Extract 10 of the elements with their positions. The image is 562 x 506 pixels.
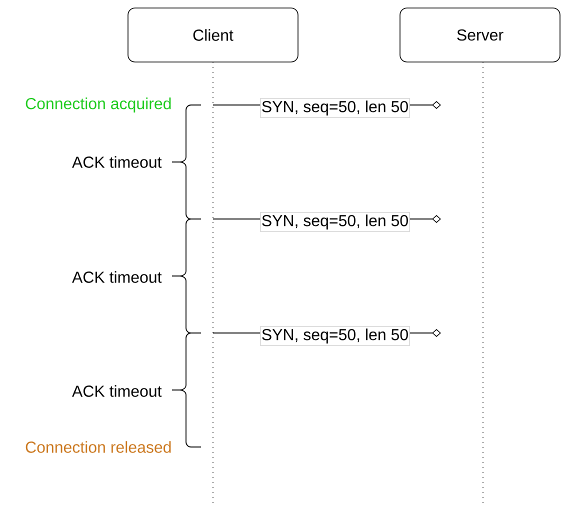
message-label: SYN, seq=50, len 50 [260,212,410,232]
message-label: SYN, seq=50, len 50 [260,326,410,346]
annotation-text: ACK timeout [72,156,162,168]
participant-box: Client [128,8,298,62]
annotation-text: Connection acquired [26,98,171,112]
annotation-text: Connection released [26,441,171,453]
participant-box: Server [400,8,560,62]
annotation-text: ACK timeout [72,385,162,397]
annotation-text: ACK timeout [72,271,162,283]
message-label: SYN, seq=50, len 50 [260,98,410,118]
